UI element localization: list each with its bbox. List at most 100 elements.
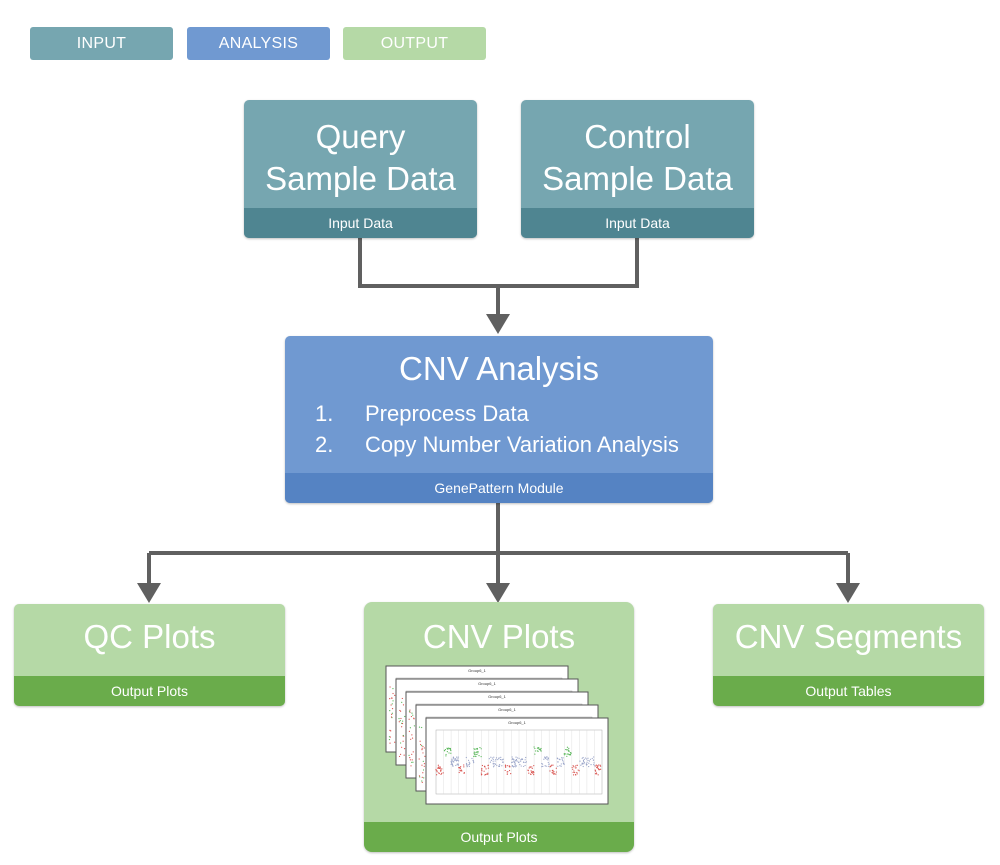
plot-point xyxy=(412,761,414,763)
plot-point xyxy=(409,756,411,759)
plot-point xyxy=(439,766,441,768)
plot-point xyxy=(400,753,402,755)
plot-point xyxy=(565,749,568,751)
plot-point xyxy=(550,764,553,766)
legend-input: INPUT xyxy=(30,27,173,60)
plot-point xyxy=(402,720,404,722)
plot-point xyxy=(572,768,574,770)
plot-point xyxy=(531,766,533,768)
plot-point xyxy=(523,765,525,768)
plot-point xyxy=(422,745,424,748)
plot-point xyxy=(477,751,479,753)
plot-point xyxy=(508,766,511,768)
plot-point xyxy=(557,761,559,763)
plot-point xyxy=(409,759,411,761)
plot-point xyxy=(444,748,447,751)
plot-point xyxy=(588,760,591,762)
step-number: 2. xyxy=(315,432,334,457)
control-title-line2: Sample Data xyxy=(542,160,733,197)
plot-point xyxy=(423,777,425,779)
plot-point xyxy=(588,765,590,768)
plot-point xyxy=(552,764,554,766)
plot-point xyxy=(443,749,446,752)
plot-point xyxy=(409,711,411,713)
plot-point xyxy=(389,729,391,731)
plot-point xyxy=(392,692,394,695)
cnv-plots-title: CNV Plots xyxy=(422,618,576,655)
plot-point xyxy=(483,770,485,772)
plot-point xyxy=(458,766,460,769)
plot-point xyxy=(492,760,494,762)
plot-point xyxy=(449,747,452,750)
plot-point xyxy=(466,764,468,767)
plot-sheet-title: Group6_1 xyxy=(488,694,507,699)
plot-point xyxy=(411,712,413,714)
plot-point xyxy=(389,736,392,738)
plot-point xyxy=(463,766,465,768)
plot-point xyxy=(532,771,534,773)
plot-point xyxy=(421,726,423,729)
plot-point xyxy=(495,757,498,759)
plot-point xyxy=(448,747,450,749)
plot-point xyxy=(475,748,477,750)
plot-point xyxy=(496,764,498,766)
plot-point xyxy=(534,747,536,750)
plot-point xyxy=(579,760,581,762)
plot-point xyxy=(400,717,402,720)
plot-point xyxy=(457,756,459,758)
plot-point xyxy=(524,761,526,764)
plot-point xyxy=(537,750,539,752)
plot-point xyxy=(514,766,516,768)
plot-point xyxy=(588,762,590,764)
plot-point xyxy=(492,758,494,760)
plot-point xyxy=(524,759,526,761)
plot-point xyxy=(436,770,438,772)
control-title-line1: Control xyxy=(584,118,691,155)
plot-point xyxy=(487,772,489,774)
plot-point xyxy=(531,767,533,770)
plot-point xyxy=(583,762,586,764)
plot-point xyxy=(545,756,548,758)
plot-point xyxy=(487,767,490,769)
plot-point xyxy=(582,759,585,762)
plot-point xyxy=(574,773,577,776)
plot-point xyxy=(440,773,442,775)
plot-point xyxy=(561,758,563,760)
plot-point xyxy=(481,767,483,770)
plot-point xyxy=(447,748,449,750)
plot-point xyxy=(436,771,438,773)
plot-point xyxy=(480,756,482,758)
plot-point xyxy=(478,755,480,757)
query-title-line2: Sample Data xyxy=(265,160,456,197)
plot-point xyxy=(533,765,535,767)
plot-point xyxy=(508,769,511,772)
plot-point xyxy=(398,721,400,723)
plot-point xyxy=(523,761,525,763)
plot-point xyxy=(520,759,522,761)
analysis-footer: GenePattern Module xyxy=(285,473,713,503)
plot-point xyxy=(463,772,465,774)
plot-point xyxy=(402,704,405,706)
plot-point xyxy=(481,769,483,771)
plot-point xyxy=(518,761,520,763)
plot-point xyxy=(555,771,558,773)
plot-point xyxy=(504,765,507,767)
plot-point xyxy=(421,781,423,783)
plot-point xyxy=(530,770,532,772)
plot-point xyxy=(545,765,547,767)
plot-point xyxy=(546,758,548,760)
plot-point xyxy=(450,752,452,754)
plot-point xyxy=(547,765,549,767)
control-sample-data-box: Control Sample Data Input Data xyxy=(521,100,754,238)
plot-point xyxy=(492,763,494,765)
plot-point xyxy=(584,757,587,759)
plot-point xyxy=(513,765,515,768)
plot-point xyxy=(401,697,403,700)
plot-point xyxy=(587,757,589,759)
plot-point xyxy=(421,780,423,782)
plot-point xyxy=(476,753,478,756)
plot-point xyxy=(480,774,483,776)
plot-point xyxy=(421,749,423,751)
plot-point xyxy=(480,772,482,774)
plot-point xyxy=(401,746,403,748)
